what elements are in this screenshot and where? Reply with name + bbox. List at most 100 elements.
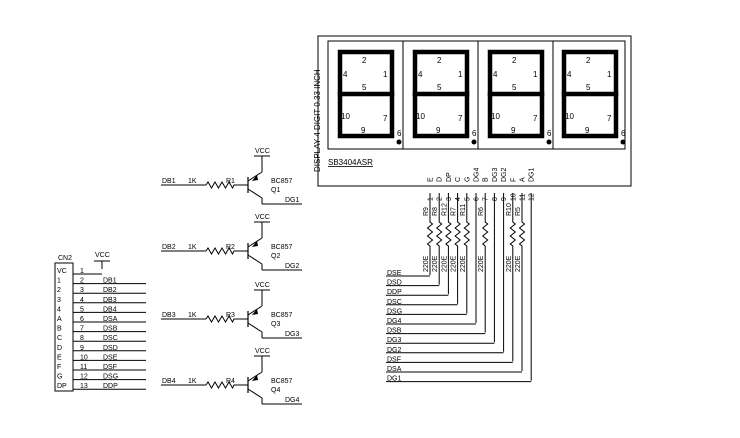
connector-pin-name: E [57, 354, 62, 361]
display-resistor-ref: R9 [423, 207, 430, 216]
display-pin-letter: DG3 [492, 168, 499, 183]
driver-vcc-label: VCC [255, 148, 270, 155]
display-pin-number: 10 [510, 193, 517, 201]
digit-1: 2 4 1 5 10 7 9 6 [337, 49, 402, 145]
connector-net-label: DSB [103, 326, 118, 333]
digit-1-seg-dp: 6 [397, 129, 402, 138]
bus-label: DG3 [387, 337, 402, 344]
connector-pin-number: 8 [80, 335, 84, 342]
display-resistor-value: 220E [441, 255, 448, 272]
driver-transistor-emitter [247, 371, 263, 382]
connector-net-label: DSC [103, 335, 118, 342]
connector-pin-number: 2 [80, 278, 84, 285]
driver-resistor-ref: R2 [226, 244, 235, 251]
bus-label: DSD [387, 280, 402, 287]
digit-2-dp [471, 139, 477, 145]
display-pin-letter: G [464, 177, 471, 182]
digit-2-seg-f: 4 [418, 70, 423, 79]
display-pin-letter: DG2 [501, 168, 508, 183]
connector-pin-number: 12 [80, 374, 88, 381]
display-pin-number: 1 [428, 197, 435, 201]
driver-transistor-emitter [247, 305, 263, 316]
display-resistor [463, 210, 471, 250]
display-resistor-value: 220E [460, 255, 467, 272]
digit-3-seg-d: 9 [511, 126, 516, 135]
connector-pin-name: D [57, 345, 62, 352]
digit-3-seg-g: 5 [512, 83, 517, 92]
connector-pin-number: 3 [80, 287, 84, 294]
connector-pin-number: 11 [80, 364, 87, 371]
driver-resistor-value: 1K [188, 312, 197, 319]
digit-3-seg-a: 2 [512, 56, 517, 65]
bus-label: DSF [387, 356, 401, 363]
digit-3-dp [546, 139, 552, 145]
display-resistor [435, 210, 443, 250]
display-pin-array: E1R9220ED2R8220EDP3R12220EC4R7220EG5R112… [423, 168, 536, 273]
digit-1-seg-b: 1 [383, 70, 388, 79]
display-part-number: SB3404ASR [328, 158, 373, 167]
connector-net-label: DSE [103, 354, 118, 361]
connector-net-label: DB4 [103, 306, 117, 313]
digit-2-seg-dp: 6 [472, 129, 477, 138]
display-resistor [454, 210, 461, 250]
display-pin-letter: DG1 [529, 168, 536, 183]
driver-vcc-label: VCC [255, 214, 270, 221]
digit-1-seg-f: 4 [343, 70, 348, 79]
display-resistor-ref: R10 [506, 203, 513, 216]
driver-part: BC857 [271, 378, 293, 385]
display-resistor-ref: R6 [478, 207, 485, 216]
digit-1-seg-e: 10 [341, 112, 350, 121]
digit-3-seg-b: 1 [533, 70, 538, 79]
display-resistor-ref: R7 [451, 207, 458, 216]
digit-4-seg-b: 1 [607, 70, 612, 79]
connector-pin-name: VC [57, 268, 67, 275]
display-pin-number: 4 [455, 197, 462, 201]
connector-pin-name: G [57, 374, 62, 381]
driver-base-net: DB3 [162, 312, 176, 319]
digit-2-seg-d: 9 [436, 126, 441, 135]
digit-2-seg-g: 5 [437, 83, 442, 92]
digit-4-dp [620, 139, 626, 145]
connector-net-label: DSD [103, 345, 118, 352]
display-pin-number: 7 [483, 197, 490, 201]
display-pin-letter: D [437, 177, 444, 182]
digit-4-frame [552, 40, 626, 150]
display-vertical-label: DISPLAY 4 DIGIT 0.33 INCH [313, 69, 322, 172]
bus-label: DDP [387, 289, 402, 296]
connector-pin-name: 3 [57, 297, 61, 304]
display-pin-letter: A [520, 177, 527, 182]
driver-transistor-arrow [252, 375, 258, 381]
driver-output-net: DG2 [285, 263, 300, 270]
display-pin-number: 8 [492, 197, 499, 201]
driver-vcc-label: VCC [255, 348, 270, 355]
driver-base-net: DB1 [162, 178, 176, 185]
driver-transistor-arrow [252, 309, 258, 315]
driver-resistor [205, 381, 248, 390]
driver-base-net: DB4 [162, 378, 176, 385]
driver-resistor [205, 181, 248, 190]
driver-vcc-label: VCC [255, 282, 270, 289]
digit-4-seg-d: 9 [585, 126, 590, 135]
display-resistor-value: 220E [451, 255, 458, 272]
driver-ref: Q3 [271, 321, 280, 328]
connector-net-label: DB3 [103, 297, 117, 304]
display-resistor-value: 220E [506, 255, 513, 272]
driver-transistor-collector [247, 322, 263, 333]
display-pin-letter: E [428, 177, 435, 182]
driver-resistor [205, 247, 248, 256]
digit-1-seg-g: 5 [362, 83, 367, 92]
driver-transistor-emitter [247, 171, 263, 182]
connector-net-label: DSF [103, 364, 117, 371]
digit-3-seg-dp: 6 [547, 129, 552, 138]
driver-output-net: DG3 [285, 331, 300, 338]
driver-part: BC857 [271, 178, 293, 185]
digit-2-seg-e: 10 [416, 112, 425, 121]
display-outline [317, 35, 632, 187]
display-pin-letter: DG4 [474, 168, 481, 183]
driver-transistor-emitter [247, 237, 263, 248]
